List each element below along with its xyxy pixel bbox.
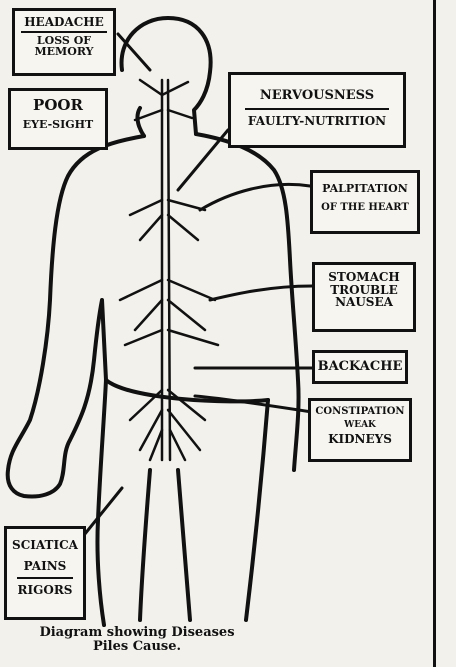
caption-line-2: Piles Cause. xyxy=(12,640,262,654)
label-backache: BACKACHE xyxy=(315,360,405,374)
label-constipation-box: CONSTIPATION WEAK KIDNEYS xyxy=(308,398,412,462)
hip-line xyxy=(106,380,268,401)
leg-inner-right xyxy=(178,470,190,620)
label-headache: HEADACHE xyxy=(15,16,113,29)
label-poor: POOR xyxy=(11,98,105,114)
label-sciatica-box: SCIATICA PAINS RIGORS xyxy=(4,526,86,620)
label-nausea: NAUSEA xyxy=(315,296,413,309)
label-constipation: CONSTIPATION xyxy=(311,407,409,418)
label-rigors: RIGORS xyxy=(7,584,83,597)
diagram-caption: Diagram showing Diseases Piles Cause. xyxy=(12,626,262,653)
label-sciatica: SCIATICA xyxy=(7,539,83,552)
pointer-stomach xyxy=(210,286,312,300)
label-backache-box: BACKACHE xyxy=(312,350,408,384)
label-headache-box: HEADACHE LOSS OF MEMORY xyxy=(12,8,116,76)
label-divider xyxy=(17,577,73,579)
pointer-constipation xyxy=(195,396,312,412)
pointer-palpitation xyxy=(200,184,310,210)
label-poor-eyesight-box: POOR EYE-SIGHT xyxy=(8,88,108,150)
leg-inner-left xyxy=(140,470,150,620)
label-nervousness: NERVOUSNESS xyxy=(231,89,403,103)
label-stomach-box: STOMACH TROUBLE NAUSEA xyxy=(312,262,416,332)
leg-outer-right xyxy=(246,400,268,620)
neck-left xyxy=(137,108,144,136)
label-faulty-nutrition: FAULTY-NUTRITION xyxy=(231,115,403,128)
head-outline xyxy=(122,18,211,134)
label-palpitation-box: PALPITATION OF THE HEART xyxy=(310,170,420,234)
label-kidneys: KIDNEYS xyxy=(311,433,409,446)
pointer-nervousness xyxy=(178,130,228,190)
label-divider xyxy=(245,108,389,110)
caption-line-1: Diagram showing Diseases xyxy=(12,626,262,640)
label-loss-of-memory: LOSS OF MEMORY xyxy=(15,35,113,58)
label-pains: PAINS xyxy=(7,560,83,573)
label-stomach: STOMACH xyxy=(315,271,413,284)
label-eye-sight: EYE-SIGHT xyxy=(11,119,105,131)
spine-line-2 xyxy=(168,80,170,460)
label-of-the-heart: OF THE HEART xyxy=(313,203,417,214)
label-divider xyxy=(21,31,107,33)
label-palpitation: PALPITATION xyxy=(313,183,417,195)
label-weak: WEAK xyxy=(311,421,409,430)
label-nervousness-box: NERVOUSNESS FAULTY-NUTRITION xyxy=(228,72,406,148)
